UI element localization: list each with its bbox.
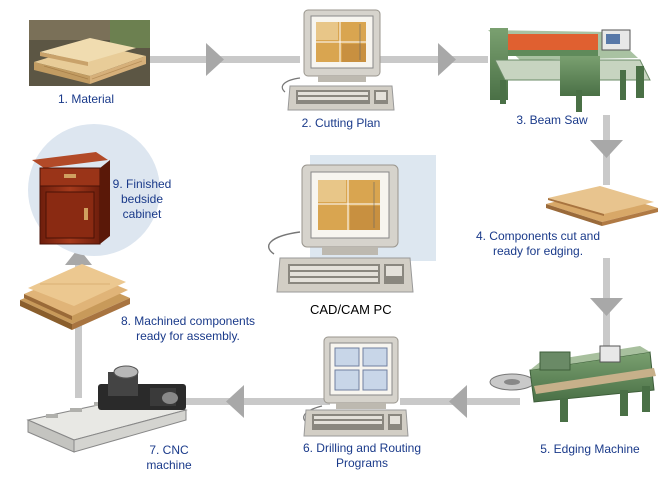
arrow-head-1-2 xyxy=(206,43,224,76)
cnc-machine xyxy=(26,365,188,453)
label-components-cut: 4. Components cut and ready for edging. xyxy=(458,229,618,259)
label-drilling-programs: 6. Drilling and Routing Programs xyxy=(286,441,438,471)
machined-components-boards xyxy=(20,264,130,330)
cutting-plan-computer xyxy=(281,9,395,111)
label-cnc-machine-line2: machine xyxy=(146,458,192,472)
label-cadcam-pc: CAD/CAM PC xyxy=(310,302,392,317)
label-cutting-plan: 2. Cutting Plan xyxy=(301,116,381,130)
arrow-head-5-6 xyxy=(449,385,467,418)
label-finished-cabinet: 9. Finished bedside cabinet xyxy=(104,177,180,222)
label-edging-machine: 5. Edging Machine xyxy=(540,442,640,456)
label-machined-components-line2: ready for assembly. xyxy=(136,329,240,343)
beam-saw-machine xyxy=(488,28,651,112)
label-machined-components: 8. Machined components ready for assembl… xyxy=(108,314,268,344)
arrow-head-8-9 xyxy=(65,248,92,265)
label-machined-components-line1: 8. Machined components xyxy=(120,314,256,328)
arrow-shaft-7-8 xyxy=(75,318,82,398)
label-drilling-programs-line1: 6. Drilling and Routing xyxy=(302,441,422,455)
arrow-shaft-2-3 xyxy=(378,56,488,63)
label-finished-cabinet-line1: 9. Finished xyxy=(112,177,172,191)
arrow-shaft-6-7 xyxy=(180,398,330,405)
arrow-head-4-5 xyxy=(590,298,623,316)
arrow-head-2-3 xyxy=(438,43,456,76)
material-photo xyxy=(29,20,150,86)
label-material: 1. Material xyxy=(57,92,115,106)
arrow-head-6-7 xyxy=(226,385,244,418)
label-finished-cabinet-line3: cabinet xyxy=(122,207,162,221)
drilling-programs-computer xyxy=(303,336,409,437)
label-finished-cabinet-line2: bedside xyxy=(120,192,164,206)
cut-components-boards xyxy=(546,186,658,226)
edging-machine xyxy=(489,345,656,422)
cadcam-pc xyxy=(268,155,436,293)
label-cnc-machine-line1: 7. CNC xyxy=(149,443,189,457)
arrow-shaft-1-2 xyxy=(150,56,300,63)
label-drilling-programs-line2: Programs xyxy=(335,456,388,470)
finished-cabinet xyxy=(28,124,160,256)
label-components-cut-line2: ready for edging. xyxy=(492,244,584,258)
label-beam-saw: 3. Beam Saw xyxy=(516,113,588,127)
arrow-head-3-4 xyxy=(590,140,623,158)
label-cnc-machine: 7. CNC machine xyxy=(124,443,214,473)
label-components-cut-line1: 4. Components cut and xyxy=(475,229,601,243)
